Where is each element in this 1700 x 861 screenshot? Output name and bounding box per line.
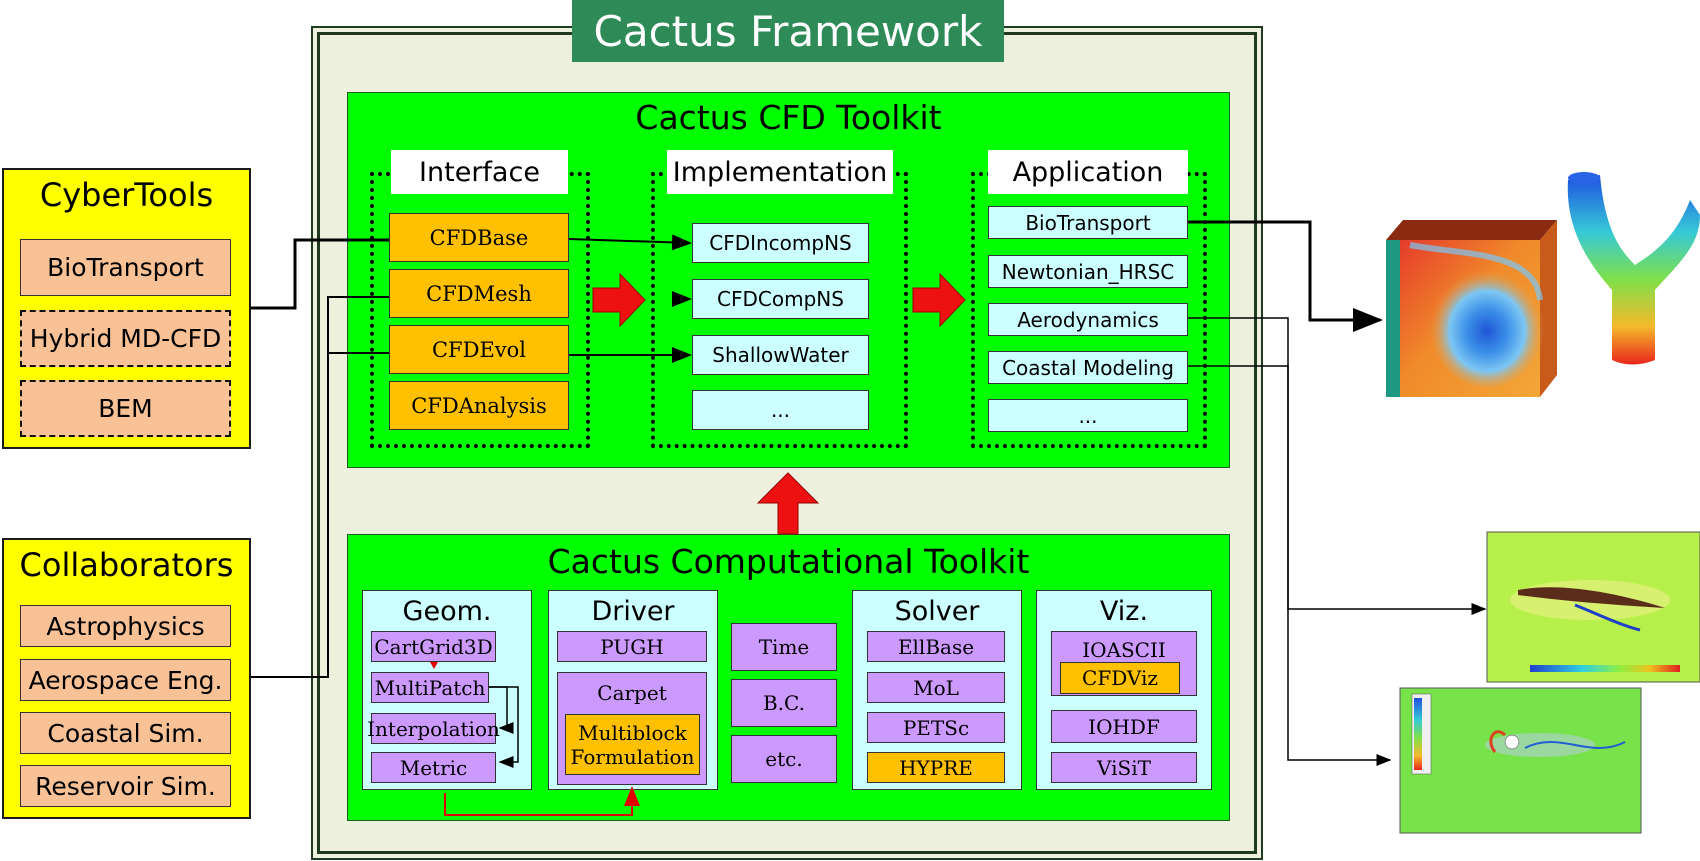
application-label: Application [988, 150, 1188, 194]
misc-item: etc. [731, 735, 837, 783]
connector-line [251, 296, 389, 678]
cybertools-item: BEM [20, 380, 231, 437]
geom-arrow-icon [430, 662, 438, 669]
collaborators-item: Aerospace Eng. [20, 659, 231, 701]
implementation-item: ... [692, 390, 869, 430]
geom-label: Geom. [402, 596, 492, 627]
connector-line [251, 238, 389, 310]
geom-arrow [489, 686, 519, 768]
implementation-label: Implementation [667, 150, 893, 194]
flow-arrow-icon [912, 272, 966, 328]
cybertools-item: Hybrid MD-CFD [20, 310, 231, 367]
up-arrow-icon [756, 472, 820, 535]
bifurcation-image [1567, 172, 1700, 365]
implementation-item: ShallowWater [692, 335, 869, 375]
driver-label: Driver [591, 596, 675, 627]
solver-item: HYPRE [867, 752, 1005, 783]
cfd-toolkit-title: Cactus CFD Toolkit [635, 98, 942, 137]
geom-arrow [489, 686, 514, 734]
collaborators-title: Collaborators [19, 546, 234, 584]
implementation-item: CFDIncompNS [692, 223, 869, 263]
solver-item: MoL [867, 672, 1005, 703]
interface-item: CFDAnalysis [389, 381, 569, 430]
geom-item: CartGrid3D [371, 631, 496, 662]
connector-arrow [1188, 220, 1383, 332]
viz-item: IOHDF [1051, 710, 1197, 743]
driver-subitem: Multiblock Formulation [565, 714, 700, 775]
application-item: ... [988, 399, 1188, 432]
misc-item: B.C. [731, 679, 837, 727]
cybertools-title: CyberTools [39, 176, 214, 214]
solver-label: Solver [894, 596, 980, 627]
implementation-item: CFDCompNS [692, 279, 869, 319]
collaborators-item: Reservoir Sim. [20, 765, 231, 807]
viz-item: ViSiT [1051, 752, 1197, 783]
application-item: Aerodynamics [988, 303, 1188, 336]
interface-label: Interface [391, 150, 568, 194]
geom-item: MultiPatch [371, 672, 489, 703]
viz-label: Viz. [1099, 596, 1149, 627]
flow-arrow-icon [592, 272, 646, 328]
geom-item: Metric [371, 752, 496, 783]
airfoil-flow-image [1486, 531, 1700, 683]
viz-subitem: CFDViz [1060, 662, 1180, 694]
solver-item: PETSc [867, 712, 1005, 743]
solver-item: EllBase [867, 631, 1005, 662]
connector-arrow [568, 234, 692, 251]
application-item: BioTransport [988, 206, 1188, 239]
interface-item: CFDEvol [389, 325, 569, 374]
connector-arrow [1188, 365, 1392, 766]
application-item: Coastal Modeling [988, 351, 1188, 384]
collaborators-item: Coastal Sim. [20, 712, 231, 754]
cube-flow-image [1386, 220, 1557, 397]
driver-item: PUGH [557, 631, 707, 662]
geom-item: Interpolation [367, 713, 500, 744]
interface-item: CFDBase [389, 213, 569, 262]
cylinder-wake-image [1399, 687, 1642, 834]
misc-item: Time [731, 623, 837, 671]
metric-to-multiblock-arrow [444, 786, 640, 816]
collaborators-item: Astrophysics [20, 605, 231, 647]
framework-title: Cactus Framework [572, 0, 1004, 62]
cybertools-item: BioTransport [20, 239, 231, 296]
application-item: Newtonian_HRSC [988, 255, 1188, 288]
interface-item: CFDMesh [389, 269, 569, 318]
computational-toolkit-title: Cactus Computational Toolkit [547, 542, 1030, 581]
